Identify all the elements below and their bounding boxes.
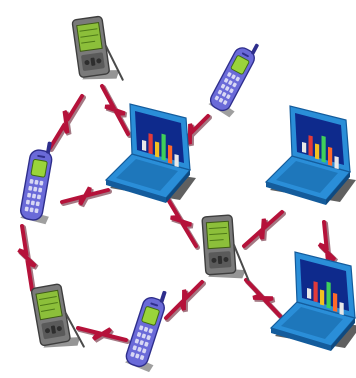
pda-icon: [202, 214, 249, 283]
wireless-link-phone-left-to-pda-bottom-left: [19, 226, 37, 292]
wireless-link-pda-top-to-phone-left: [50, 96, 84, 150]
wireless-link-pda-top-to-laptop-center: [102, 86, 130, 136]
wireless-link-laptop-center-to-pda-middle: [166, 196, 198, 248]
wireless-link-pda-middle-to-laptop-right-bottom: [246, 280, 282, 318]
wireless-link-pda-middle-to-phone-bottom: [166, 282, 204, 320]
cell-phone-icon: [123, 286, 176, 373]
laptop-icon: [271, 252, 356, 351]
laptop-icon: [266, 106, 356, 205]
pda-icon: [31, 282, 84, 354]
wireless-link-pda-middle-to-laptop-right-top: [244, 212, 284, 248]
cell-phone-icon: [207, 37, 268, 119]
wireless-link-phone-left-to-laptop-center: [62, 188, 110, 207]
nodes-layer: [19, 14, 356, 372]
wireless-link-pda-bottom-left-to-phone-bottom: [78, 328, 128, 342]
cell-phone-icon: [19, 139, 62, 225]
pda-icon: [72, 14, 123, 85]
